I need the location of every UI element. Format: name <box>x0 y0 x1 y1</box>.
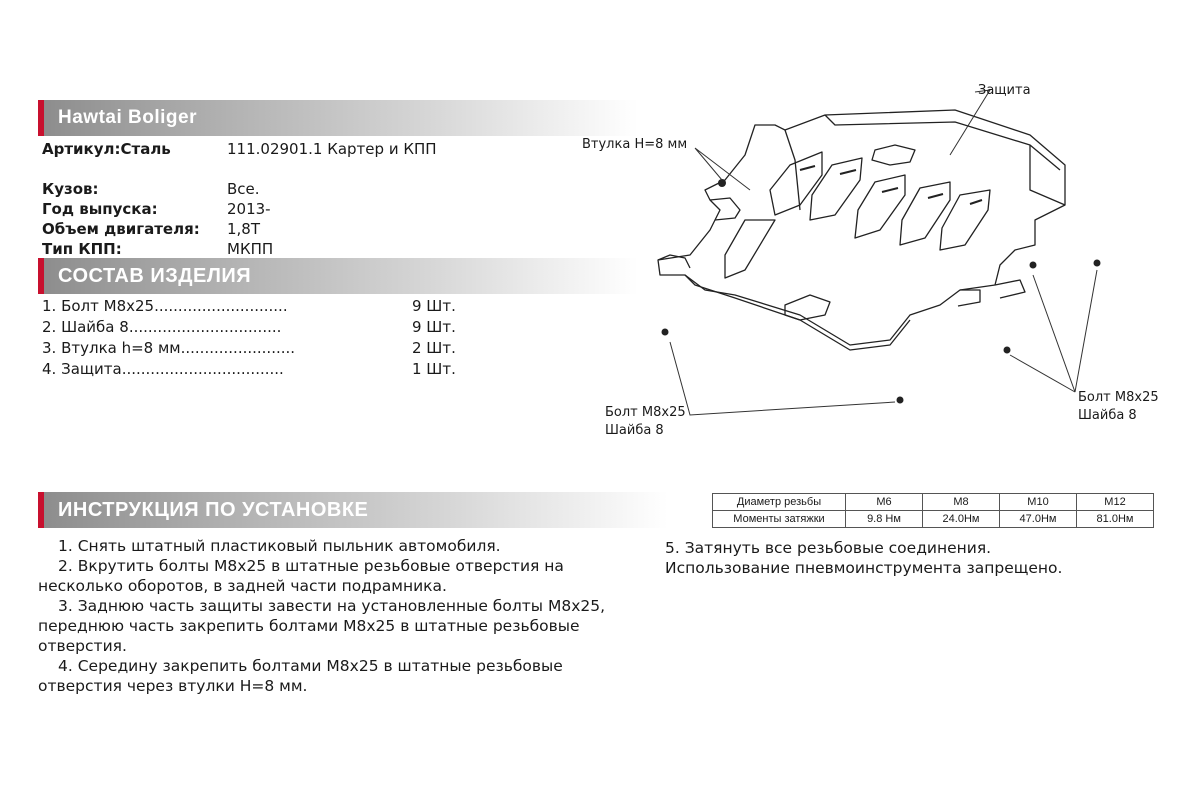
table-header-cell: Моменты затяжки <box>712 510 846 528</box>
bolt-marker <box>718 179 726 187</box>
spec-key: Тип КПП: <box>42 240 122 258</box>
leader-bushing <box>694 147 751 191</box>
instruction-step: 3. Заднюю часть защиты завести на устано… <box>38 597 606 655</box>
part-name: 3. Втулка h=8 мм........................ <box>42 339 296 357</box>
installation-banner: ИНСТРУКЦИЯ ПО УСТАНОВКЕ <box>38 492 668 528</box>
callout-washer-left: Шайба 8 <box>605 423 664 438</box>
instruction-step: 5. Затянуть все резьбовые соединения. <box>665 539 992 557</box>
table-cell: М6 <box>845 493 923 511</box>
vehicle-title: Hawtai Boliger <box>58 107 197 128</box>
part-name: 2. Шайба 8..............................… <box>42 318 282 336</box>
bolt-marker <box>896 396 904 404</box>
plate-outline <box>657 109 1066 346</box>
instruction-step: 4. Середину закрепить болтами М8х25 в шт… <box>38 657 563 695</box>
table-cell: М8 <box>922 493 1000 511</box>
table-cell: 47.0Нм <box>999 510 1077 528</box>
title-banner: Hawtai Boliger <box>38 100 638 136</box>
spec-value: МКПП <box>227 240 274 258</box>
list-item: 1. Болт М8х25...........................… <box>42 297 462 318</box>
spec-key: Артикул:Сталь <box>42 140 171 158</box>
leader-bolts-left <box>669 341 896 416</box>
list-item: 4. Защита...............................… <box>42 360 462 381</box>
part-qty: 9 Шт. <box>412 318 456 336</box>
spec-value: 111.02901.1 Картер и КПП <box>227 140 437 158</box>
instructions-left: 1. Снять штатный пластиковый пыльник авт… <box>38 536 638 696</box>
torque-table: Диаметр резьбы М6 М8 М10 М12 Моменты зат… <box>712 493 1154 528</box>
list-item: 3. Втулка h=8 мм........................… <box>42 339 462 360</box>
skid-plate-drawing <box>657 89 1101 416</box>
part-name: 4. Защита...............................… <box>42 360 284 378</box>
instruction-step: 1. Снять штатный пластиковый пыльник авт… <box>58 537 501 555</box>
skid-plate-diagram: Защита Втулка Н=8 мм Болт М8х25 Шайба 8 … <box>560 70 1200 450</box>
table-row: Моменты затяжки 9.8 Нм 24.0Нм 47.0Нм 81.… <box>712 510 1154 528</box>
callout-washer-right: Шайба 8 <box>1078 408 1137 423</box>
composition-banner: СОСТАВ ИЗДЕЛИЯ <box>38 258 638 294</box>
table-header-cell: Диаметр резьбы <box>712 493 846 511</box>
spec-value: 2013- <box>227 200 271 218</box>
part-qty: 2 Шт. <box>412 339 456 357</box>
spec-value: Все. <box>227 180 260 198</box>
table-cell: М10 <box>999 493 1077 511</box>
part-qty: 9 Шт. <box>412 297 456 315</box>
table-cell: М12 <box>1076 493 1154 511</box>
callout-protection: Защита <box>978 83 1031 98</box>
spec-key: Кузов: <box>42 180 99 198</box>
bolt-marker <box>1093 259 1101 267</box>
spec-key: Объем двигателя: <box>42 220 200 238</box>
leader-bolts-right <box>1009 269 1098 393</box>
bolt-marker <box>1003 346 1011 354</box>
table-cell: 81.0Нм <box>1076 510 1154 528</box>
instructions-right: 5. Затянуть все резьбовые соединения. Ис… <box>665 538 1165 578</box>
leader-protection <box>949 89 991 156</box>
list-item: 2. Шайба 8..............................… <box>42 318 462 339</box>
part-name: 1. Болт М8х25...........................… <box>42 297 288 315</box>
installation-title: ИНСТРУКЦИЯ ПО УСТАНОВКЕ <box>58 498 369 521</box>
callout-bolt-left: Болт М8х25 <box>605 405 686 420</box>
table-cell: 24.0Нм <box>922 510 1000 528</box>
parts-list: 1. Болт М8х25...........................… <box>42 297 462 381</box>
table-row: Диаметр резьбы М6 М8 М10 М12 <box>712 493 1154 511</box>
bolt-marker <box>1029 261 1037 269</box>
callout-bushing: Втулка Н=8 мм <box>582 137 688 152</box>
spec-key: Год выпуска: <box>42 200 158 218</box>
instruction-note: Использование пневмоинструмента запрещен… <box>665 559 1063 577</box>
bolt-marker <box>661 328 669 336</box>
part-qty: 1 Шт. <box>412 360 456 378</box>
instruction-step: 2. Вкрутить болты М8х25 в штатные резьбо… <box>38 557 564 595</box>
spec-value: 1,8Т <box>227 220 261 238</box>
composition-title: СОСТАВ ИЗДЕЛИЯ <box>58 264 252 287</box>
callout-bolt-right: Болт М8х25 <box>1078 390 1159 405</box>
table-cell: 9.8 Нм <box>845 510 923 528</box>
